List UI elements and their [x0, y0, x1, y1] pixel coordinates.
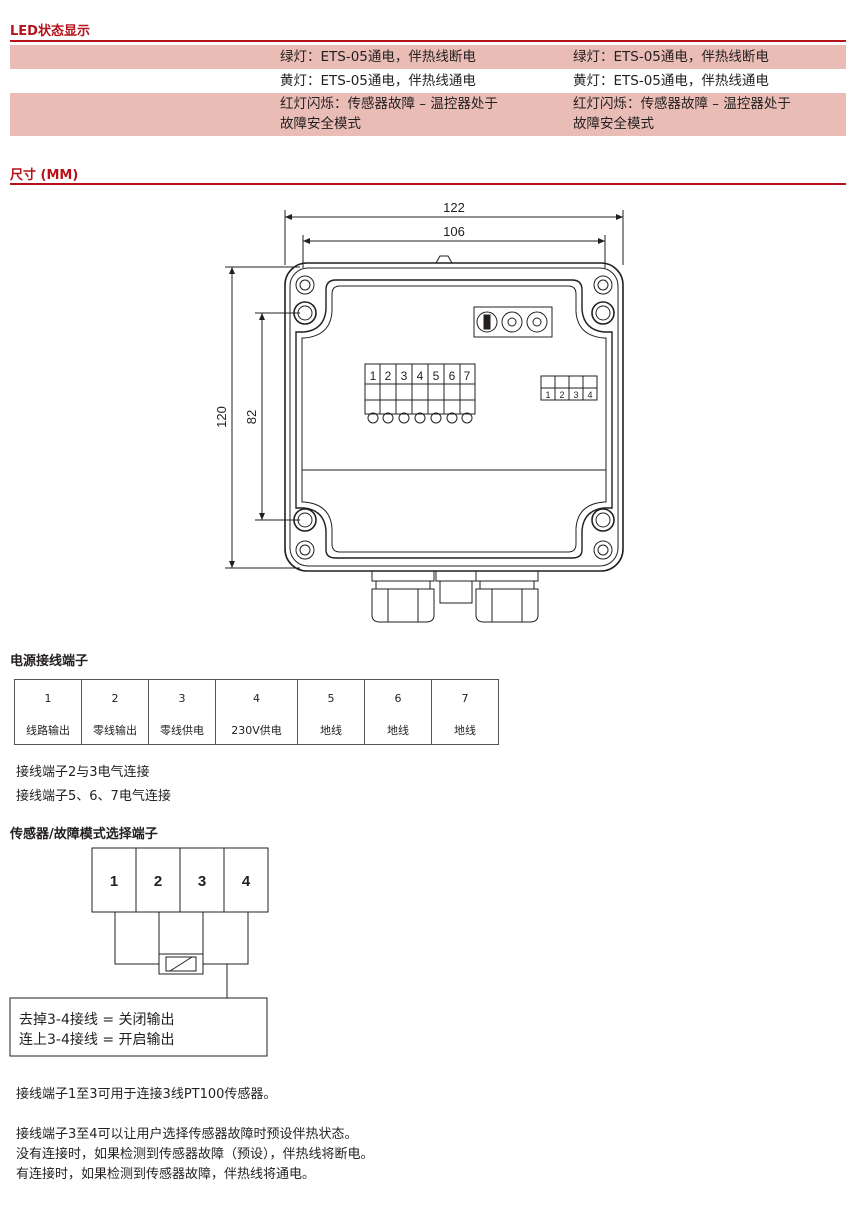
- power-terminal-cell: 1 线路输出: [14, 679, 82, 745]
- led-row-red: 红灯闪烁：传感器故障 – 温控器处于 故障安全模式 红灯闪烁：传感器故障 – 温…: [10, 93, 846, 136]
- power-terminal-label: 零线供电: [160, 724, 204, 737]
- power-terminal-table: 1 线路输出 2 零线输出 3 零线供电 4 230V供电 5 地线 6 地线 7 地线: [14, 679, 499, 745]
- dim-width-inner: 106: [443, 224, 465, 239]
- power-terminal-cell: 4 230V供电: [215, 679, 298, 745]
- terminal-label-3: 3: [401, 369, 408, 383]
- power-terminal-cell: 3 零线供电: [148, 679, 216, 745]
- power-terminal-num: 6: [394, 692, 402, 705]
- sensor-note-1: 接线端子1至3可用于连接3线PT100传感器。: [16, 1087, 277, 1102]
- power-terminal-num: 7: [461, 692, 469, 705]
- sensor-note-2-line2: 没有连接时，如果检测到传感器故障（预设），伴热线将断电。: [16, 1147, 374, 1162]
- small-terminal-label-3: 3: [573, 390, 578, 400]
- power-terminal-label: 零线输出: [93, 724, 137, 737]
- sensor-terminal-diagram: 1 2 3 4: [9, 847, 269, 1057]
- dimension-section-title: 尺寸 (MM): [10, 168, 79, 183]
- power-section-title: 电源接线端子: [10, 654, 89, 669]
- led-green-col2: 绿灯：ETS-05通电，伴热线断电: [573, 49, 769, 65]
- dim-height-inner: 82: [244, 410, 259, 424]
- terminal-label-6: 6: [449, 369, 456, 383]
- terminal-label-2: 2: [385, 369, 392, 383]
- terminal-label-1: 1: [370, 369, 377, 383]
- power-note-1: 接线端子2与3电气连接: [16, 765, 150, 780]
- led-section-title: LED状态显示: [10, 24, 90, 39]
- power-terminal-label: 地线: [454, 724, 476, 737]
- led-red-col2-line1: 红灯闪烁：传感器故障 – 温控器处于: [573, 96, 791, 112]
- power-terminal-label: 线路输出: [26, 724, 70, 737]
- power-terminal-label: 230V供电: [231, 724, 282, 737]
- led-red-col1-line2: 故障安全模式: [280, 116, 361, 132]
- sensor-note-2-line1: 接线端子3至4可以让用户选择传感器故障时预设伴热状态。: [16, 1127, 358, 1142]
- sensor-terminal-4: 4: [242, 873, 251, 890]
- small-terminal-label-1: 1: [545, 390, 550, 400]
- small-terminal-label-2: 2: [559, 390, 564, 400]
- led-row-green: 绿灯：ETS-05通电，伴热线断电 绿灯：ETS-05通电，伴热线断电: [10, 45, 846, 69]
- power-terminal-cell: 2 零线输出: [81, 679, 149, 745]
- power-terminal-num: 1: [44, 692, 52, 705]
- dim-width-outer: 122: [443, 200, 465, 215]
- power-note-2: 接线端子5、6、7电气连接: [16, 789, 171, 804]
- terminal-label-7: 7: [464, 369, 471, 383]
- power-terminal-cell: 7 地线: [431, 679, 499, 745]
- power-terminal-cell: 6 地线: [364, 679, 432, 745]
- sensor-terminal-2: 2: [154, 873, 162, 890]
- sensor-terminal-1: 1: [110, 873, 118, 890]
- led-section-rule: [10, 40, 846, 42]
- enclosure-drawing: 122 106 120 82 1 2 3 4 5 6 7 1 2 3 4: [214, 200, 624, 623]
- led-red-col2-line2: 故障安全模式: [573, 116, 654, 132]
- led-yellow-col2: 黄灯：ETS-05通电，伴热线通电: [573, 73, 769, 89]
- power-terminal-num: 3: [178, 692, 186, 705]
- power-terminal-num: 2: [111, 692, 119, 705]
- terminal-label-5: 5: [433, 369, 440, 383]
- power-terminal-label: 地线: [387, 724, 409, 737]
- dim-height-outer: 120: [214, 406, 229, 428]
- sensor-section-title: 传感器/故障模式选择端子: [10, 827, 158, 842]
- small-terminal-label-4: 4: [587, 390, 592, 400]
- sensor-note-2-line3: 有连接时，如果检测到传感器故障，伴热线将通电。: [16, 1167, 316, 1182]
- led-row-yellow: 黄灯：ETS-05通电，伴热线通电 黄灯：ETS-05通电，伴热线通电: [10, 69, 846, 93]
- power-terminal-num: 5: [327, 692, 335, 705]
- power-terminal-label: 地线: [320, 724, 342, 737]
- power-terminal-num: 4: [253, 692, 260, 705]
- power-terminal-cell: 5 地线: [297, 679, 365, 745]
- led-red-col1-line1: 红灯闪烁：传感器故障 – 温控器处于: [280, 96, 498, 112]
- sensor-terminal-3: 3: [198, 873, 206, 890]
- led-yellow-col1: 黄灯：ETS-05通电，伴热线通电: [280, 73, 476, 89]
- dimension-section-rule: [10, 183, 846, 185]
- terminal-label-4: 4: [417, 369, 424, 383]
- led-green-col1: 绿灯：ETS-05通电，伴热线断电: [280, 49, 476, 65]
- sensor-box-line2: 连上3-4接线 = 开启输出: [19, 1032, 175, 1048]
- sensor-box-line1: 去掉3-4接线 = 关闭输出: [19, 1012, 175, 1028]
